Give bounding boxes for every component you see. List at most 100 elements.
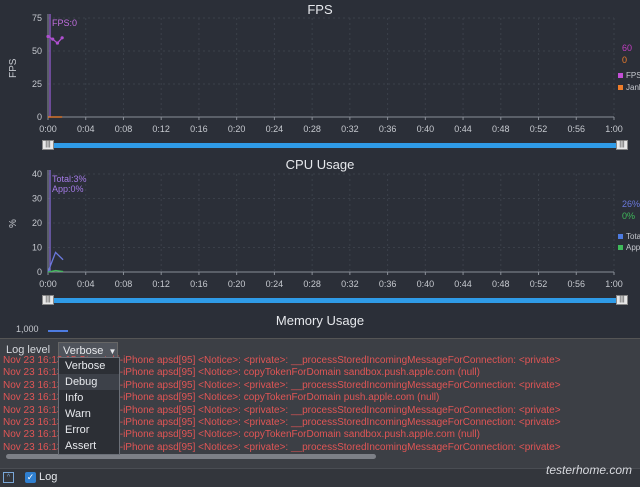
cpu-y-tick-label: 0 <box>37 267 42 277</box>
cpu-time-range-slider[interactable]: ||| ||| <box>42 295 628 305</box>
log-line: Nov 23 16:13:15 Stessteki-iPhone apsd[95… <box>3 392 440 404</box>
fps-point <box>51 37 55 41</box>
fps-x-tick-label: 0:56 <box>568 124 586 134</box>
log-level-option-error[interactable]: Error <box>65 424 90 436</box>
cpu-x-tick-label: 0:12 <box>152 279 170 289</box>
log-level-option-verbose[interactable]: Verbose <box>65 360 106 372</box>
cpu-x-tick-label: 0:08 <box>115 279 133 289</box>
log-scrollbar-thumb[interactable] <box>6 454 376 459</box>
fps-x-tick-label: 0:00 <box>39 124 57 134</box>
fps-y-tick-label: 75 <box>32 13 42 23</box>
fps-x-tick-label: 0:12 <box>152 124 170 134</box>
log-toggle-label[interactable]: Log <box>39 471 58 483</box>
cpu-x-tick-label: 0:52 <box>530 279 548 289</box>
fps-y-tick-label: 25 <box>32 79 42 89</box>
log-line: Nov 23 16:13:15 Stessteki-iPhone apsd[95… <box>3 441 561 453</box>
fps-x-tick-label: 1:00 <box>605 124 623 134</box>
log-line: Nov 23 16:13:15 Stessteki-iPhone apsd[95… <box>3 417 561 429</box>
fps-series-fps <box>47 35 63 44</box>
fps-x-tick-label: 0:52 <box>530 124 548 134</box>
fps-x-tick-label: 0:04 <box>77 124 95 134</box>
fps-slider-right-handle[interactable]: ||| <box>616 140 628 150</box>
legend-app: App <box>618 243 640 252</box>
fps-x-tick-label: 0:48 <box>492 124 510 134</box>
cpu-x-tick-label: 1:00 <box>605 279 623 289</box>
cpu-x-tick-label: 0:00 <box>39 279 57 289</box>
cpu-app-side-value: 0% <box>622 211 636 221</box>
cpu-x-tick-label: 0:16 <box>190 279 208 289</box>
cpu-y-tick-label: 20 <box>32 218 42 228</box>
cpu-x-tick-label: 0:56 <box>568 279 586 289</box>
cpu-app-badge: App:0% <box>52 184 84 194</box>
legend-jank-label: Jank <box>626 83 640 92</box>
cpu-x-tick-label: 0:48 <box>492 279 510 289</box>
cpu-total-side-value: 26% <box>622 199 640 209</box>
fps-slider-left-handle[interactable]: ||| <box>42 140 54 150</box>
fps-x-tick-label: 0:40 <box>417 124 435 134</box>
cpu-y-tick-label: 40 <box>32 169 42 179</box>
legend-jank-swatch <box>618 85 623 91</box>
fps-y-tick-label: 50 <box>32 46 42 56</box>
cpu-slider-track[interactable] <box>50 298 620 303</box>
legend-fps-swatch <box>618 73 623 79</box>
cpu-x-tick-label: 0:20 <box>228 279 246 289</box>
cpu-slider-right-handle[interactable]: ||| <box>616 295 628 305</box>
cpu-series-total <box>47 251 64 273</box>
memory-y-tick: 1,000 <box>16 324 39 334</box>
cpu-x-tick-label: 0:28 <box>303 279 321 289</box>
cpu-chart-title: CPU Usage <box>285 157 355 172</box>
log-line: Nov 23 16:13:15 Stessteki-iPhone apsd[95… <box>3 429 480 441</box>
legend-fps-label: FPS <box>626 71 640 80</box>
cpu-y-tick-label: 10 <box>32 243 42 253</box>
cpu-x-tick-label: 0:04 <box>77 279 95 289</box>
log-horizontal-scrollbar[interactable] <box>4 452 636 460</box>
fps-x-tick-label: 0:44 <box>454 124 472 134</box>
fps-slider-track[interactable] <box>50 143 620 148</box>
cpu-x-tick-label: 0:44 <box>454 279 472 289</box>
fps-x-tick-label: 0:36 <box>379 124 397 134</box>
log-level-option-assert[interactable]: Assert <box>65 440 97 452</box>
log-level-option-info[interactable]: Info <box>65 392 84 404</box>
log-toggle-checkbox[interactable]: ✓ <box>25 472 36 483</box>
cpu-slider-left-handle[interactable]: ||| <box>42 295 54 305</box>
fps-point <box>46 34 50 39</box>
log-line: Nov 23 16:13:15 Stessteki-iPhone apsd[95… <box>3 379 561 391</box>
log-line: Nov 23 16:13:15 Stessteki-iPhone apsd[95… <box>3 355 561 366</box>
log-level-selected: Verbose <box>63 345 104 357</box>
fps-point <box>55 41 60 45</box>
fps-x-tick-label: 0:20 <box>228 124 246 134</box>
legend-fps: FPS <box>618 71 640 80</box>
fps-side-value: 60 <box>622 43 633 53</box>
legend-app-swatch <box>618 245 623 251</box>
memory-chart-title: Memory Usage <box>275 313 365 328</box>
fps-x-tick-label: 0:28 <box>303 124 321 134</box>
watermark: testerhome.com <box>546 463 633 477</box>
chevron-down-icon: ▼ <box>108 347 117 356</box>
legend-total-label: Total <box>626 232 640 241</box>
memory-line <box>48 330 68 332</box>
fps-x-tick-label: 0:32 <box>341 124 359 134</box>
log-level-label: Log level <box>6 344 51 356</box>
fps-point <box>60 36 64 40</box>
fps-time-range-slider[interactable]: ||| ||| <box>42 140 628 150</box>
log-lines: Nov 23 16:13:15 Stessteki-iPhone apsd[95… <box>3 355 637 454</box>
log-level-option-debug[interactable]: Debug <box>59 374 119 390</box>
fps-x-tick-label: 0:16 <box>190 124 208 134</box>
log-level-option-warn[interactable]: Warn <box>65 408 91 420</box>
fps-current-badge: FPS:0 <box>52 18 78 28</box>
fps-chart-title: FPS <box>307 2 333 17</box>
cpu-series-app <box>47 269 64 273</box>
legend-app-label: App <box>626 243 640 252</box>
fps-y-tick-label: 0 <box>37 112 42 122</box>
cpu-x-tick-label: 0:36 <box>379 279 397 289</box>
legend-total-swatch <box>618 234 623 240</box>
legend-total: Total <box>618 232 640 241</box>
log-line: Nov 23 16:13:15 Stessteki-iPhone apsd[95… <box>3 404 561 416</box>
status-bar: ^ ✓ Log <box>0 468 640 487</box>
jank-side-value: 0 <box>622 55 628 65</box>
cpu-y-tick-label: 30 <box>32 194 42 204</box>
expand-panel-icon[interactable]: ^ <box>3 472 14 483</box>
log-level-select[interactable]: Verbose ▼ <box>58 342 118 358</box>
